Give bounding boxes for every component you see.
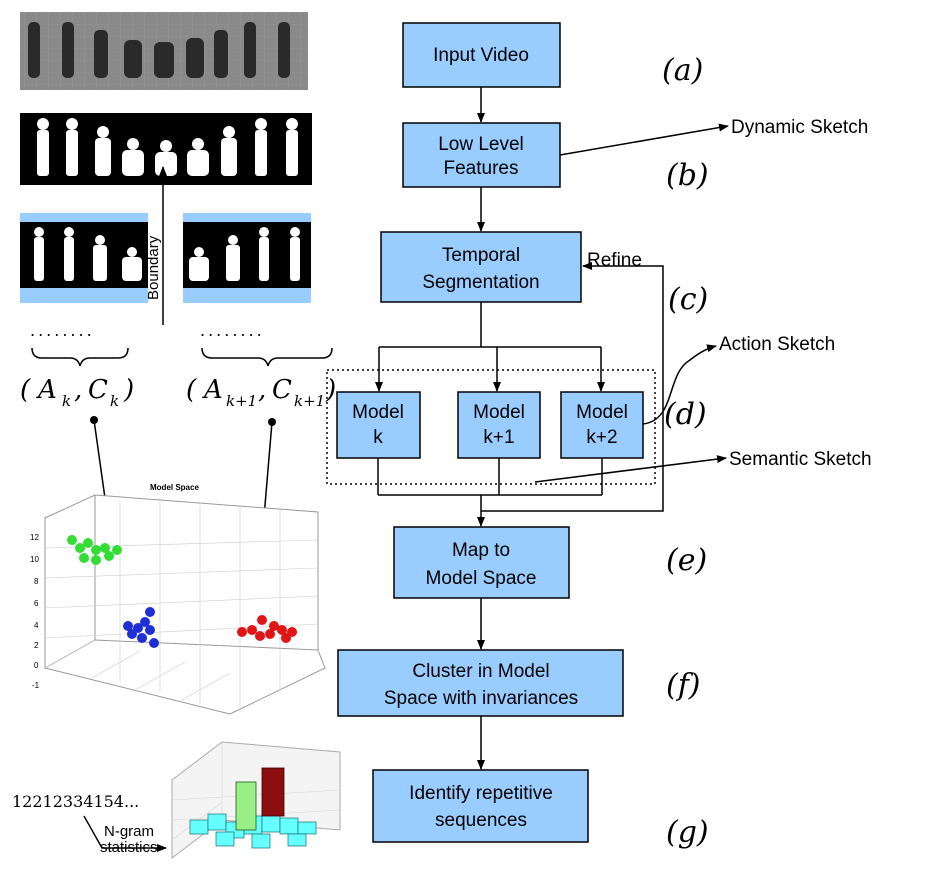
svg-text:k: k — [110, 392, 119, 410]
brace-left — [31, 347, 129, 367]
svg-text:A: A — [36, 375, 57, 405]
svg-text:12: 12 — [30, 533, 39, 542]
sequence-text: 12212334154... — [12, 792, 139, 811]
semantic-sketch-label: Semantic Sketch — [729, 449, 872, 470]
svg-text:C: C — [88, 375, 108, 405]
ngram-histogram — [171, 741, 341, 860]
svg-text:10: 10 — [30, 555, 39, 564]
model-k2-label-1: Model — [576, 402, 628, 423]
model-k2-label-2: k+2 — [586, 427, 617, 448]
model-k-label-1: Model — [352, 402, 404, 423]
low-level-label-2: Features — [444, 158, 519, 179]
action-sketch-label: Action Sketch — [719, 334, 835, 355]
identify-label-2: sequences — [435, 810, 527, 831]
identify-box — [372, 769, 589, 843]
svg-text:k+1: k+1 — [226, 392, 257, 410]
input-video-label: Input Video — [433, 45, 529, 66]
model-space-title: Model Space — [150, 483, 199, 492]
svg-text:): ) — [325, 375, 336, 405]
stage-label-e: (e) — [666, 543, 707, 578]
model-k-box — [336, 391, 421, 459]
refine-feedback-line — [481, 262, 664, 512]
svg-text:k: k — [62, 392, 71, 410]
brace-right — [201, 347, 333, 367]
svg-text:,: , — [258, 375, 266, 405]
pair-k: ( A k , C k ) — [20, 375, 134, 410]
input-video-box — [402, 22, 561, 88]
svg-text:k+1: k+1 — [294, 392, 325, 410]
svg-text:(: ( — [20, 375, 31, 405]
low-level-label-1: Low Level — [438, 134, 524, 155]
svg-text:8: 8 — [34, 577, 39, 586]
stage-label-a: (a) — [662, 53, 703, 88]
svg-text:(: ( — [186, 375, 197, 405]
svg-text:C: C — [272, 375, 292, 405]
video-frames-strip — [20, 12, 308, 90]
map-label-2: Model Space — [426, 568, 537, 589]
identify-label-1: Identify repetitive — [409, 783, 553, 804]
stage-label-f: (f) — [666, 668, 701, 703]
svg-text:2: 2 — [34, 641, 39, 650]
model-space-plot: Model Space 12 10 8 6 4 2 0 -1 — [30, 483, 326, 715]
svg-text:,: , — [74, 375, 82, 405]
model-group-outline — [326, 369, 656, 485]
svg-text:6: 6 — [34, 599, 39, 608]
map-label-1: Map to — [452, 540, 510, 561]
cluster-label-1: Cluster in Model — [412, 661, 549, 682]
temporal-segmentation-box — [380, 231, 582, 303]
cluster-box — [337, 649, 624, 717]
svg-text:): ) — [123, 375, 134, 405]
model-k2-box — [560, 391, 644, 459]
ngram-label-2: statistics — [100, 839, 158, 856]
stage-label-g: (g) — [666, 815, 709, 850]
temporal-label-2: Segmentation — [422, 272, 539, 293]
stage-label-c: (c) — [668, 282, 708, 317]
svg-text:A: A — [202, 375, 223, 405]
dynamic-sketch-label: Dynamic Sketch — [731, 117, 868, 138]
model-k1-label-1: Model — [473, 402, 525, 423]
svg-text:0: 0 — [34, 661, 39, 670]
ngram-label-1: N-gram — [104, 823, 154, 840]
stage-label-b: (b) — [666, 158, 709, 193]
segment-k1-frames — [183, 213, 311, 303]
segment-k-frames — [20, 213, 148, 303]
pair-k1: ( A k+1 , C k+1 ) — [186, 375, 336, 410]
model-k1-box — [457, 391, 541, 459]
cluster-label-2: Space with invariances — [384, 688, 578, 709]
model-k-label-2: k — [373, 427, 383, 448]
model-k1-label-2: k+1 — [483, 427, 514, 448]
svg-text:-1: -1 — [32, 681, 40, 690]
ngram-arrow — [83, 815, 167, 852]
refine-label: Refine — [587, 250, 642, 271]
temporal-label-1: Temporal — [442, 245, 520, 266]
stage-label-d: (d) — [664, 397, 707, 432]
svg-text:4: 4 — [34, 621, 39, 630]
arrow-to-action-sketch — [642, 344, 717, 425]
dots-right: ........ — [200, 321, 265, 340]
arrow-to-dynamic-sketch — [559, 123, 729, 156]
arrow-to-semantic-sketch — [534, 455, 727, 483]
silhouette-strip — [20, 113, 312, 185]
boundary-label: Boundary — [145, 235, 162, 300]
dots-left: ........ — [30, 321, 95, 340]
